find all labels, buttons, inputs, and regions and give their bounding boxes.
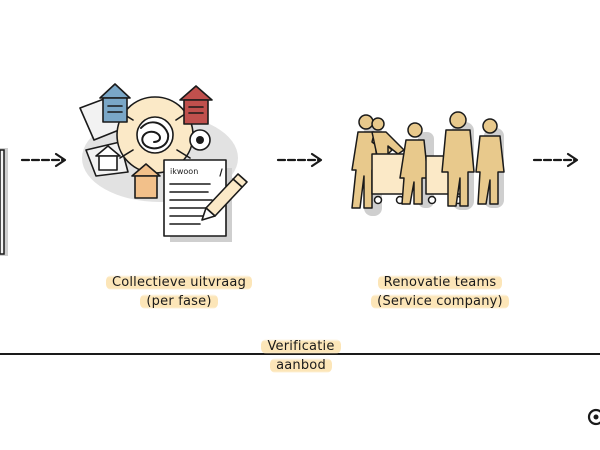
- logo-icon: [585, 406, 600, 428]
- step-subtitle: (Service company): [371, 294, 509, 309]
- timeline-label-verificatie: Verificatie aanbod: [236, 337, 366, 375]
- houses-collective-icon: [79, 83, 238, 202]
- arrow-right-icon: [276, 152, 323, 168]
- left-partial-element: [0, 148, 8, 256]
- document-pencil-icon: ikwoon: [163, 159, 248, 242]
- renovation-team-icon: [351, 111, 505, 216]
- timeline-label-line-2: aanbod: [270, 358, 332, 373]
- step-title: Renovatie teams: [377, 275, 503, 290]
- arrow-right-icon: [532, 152, 579, 168]
- step-label-collectieve-uitvraag: Collectieve uitvraag (per fase): [84, 273, 274, 311]
- timeline-label-line-1: Verificatie: [261, 339, 341, 354]
- document-heading: ikwoon: [170, 167, 198, 176]
- arrow-right-icon: [20, 152, 67, 168]
- step-subtitle: (per fase): [140, 294, 218, 309]
- step-title: Collectieve uitvraag: [105, 275, 253, 290]
- step-label-renovatie-teams: Renovatie teams (Service company): [345, 273, 535, 311]
